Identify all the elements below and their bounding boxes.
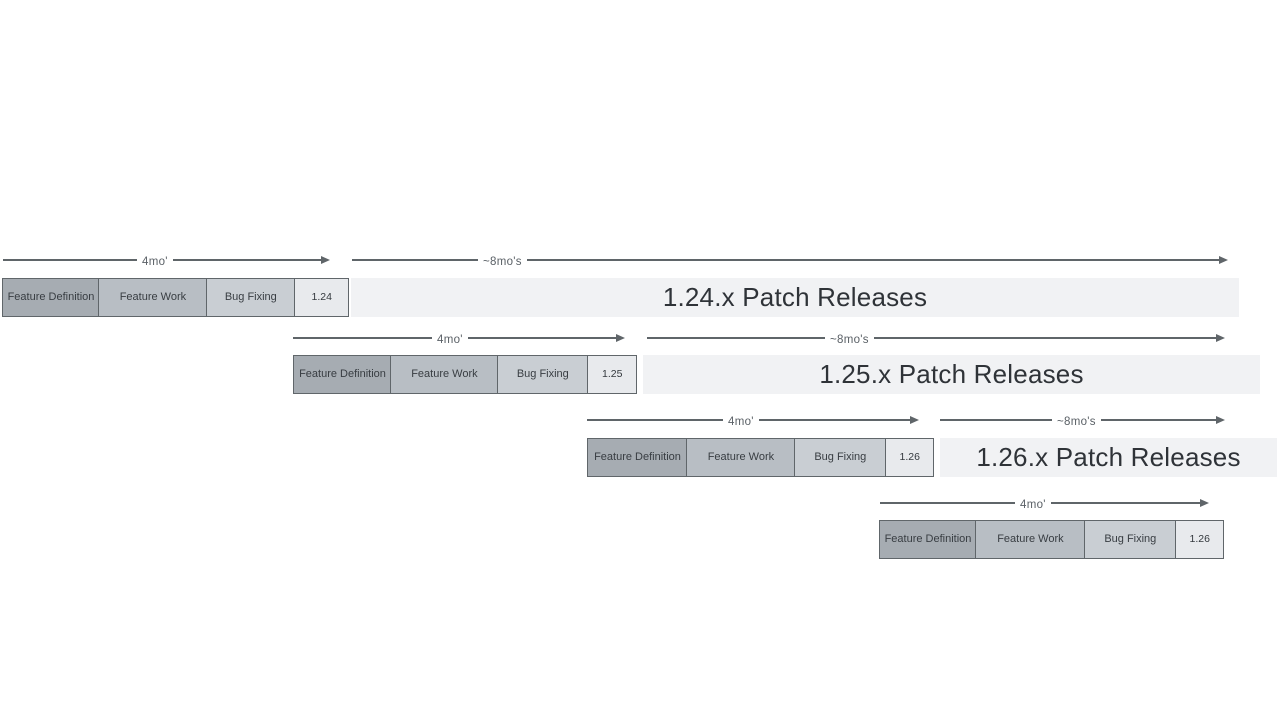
- version-label: 1.24: [311, 291, 332, 304]
- phase-bug-fixing: Bug Fixing: [793, 438, 887, 477]
- phase-label: Bug Fixing: [1104, 532, 1157, 545]
- version-label: 1.26: [899, 451, 920, 464]
- phase-feature-work: Feature Work: [98, 278, 208, 317]
- phase-label: Feature Definition: [7, 290, 95, 303]
- version-box: 1.25: [587, 355, 638, 394]
- phase-feature-work: Feature Work: [975, 520, 1086, 559]
- arrowhead-icon: [1219, 256, 1228, 264]
- patch-release-label: 1.24.x Patch Releases: [662, 282, 928, 312]
- phase-feature-definition: Feature Definition: [293, 355, 392, 394]
- version-box: 1.24: [294, 278, 350, 317]
- patch-release-bar: 1.24.x Patch Releases: [351, 278, 1239, 317]
- phase-label: Feature Definition: [299, 367, 386, 380]
- arrow-line: [293, 337, 432, 339]
- patch-duration-arrow: ~8mo's: [940, 415, 1225, 433]
- arrow-line: [940, 419, 1052, 421]
- arrow-line: [1050, 502, 1200, 504]
- phase-label: Bug Fixing: [814, 450, 867, 463]
- patch-duration-label: ~8mo's: [483, 256, 522, 268]
- phase-label: Bug Fixing: [516, 367, 569, 380]
- patch-duration-arrow: ~8mo's: [647, 333, 1225, 351]
- arrow-line: [3, 259, 137, 261]
- dev-duration-arrow: 4mo': [293, 333, 625, 351]
- dev-duration-arrow: 4mo': [3, 255, 330, 273]
- arrow-line: [352, 259, 478, 261]
- dev-duration-label: 4mo': [728, 416, 754, 428]
- patch-release-bar: 1.26.x Patch Releases: [940, 438, 1277, 477]
- phase-feature-work: Feature Work: [686, 438, 796, 477]
- phase-boxes: Feature Definition Feature Work Bug Fixi…: [2, 278, 350, 317]
- phase-label: Feature Definition: [884, 532, 972, 545]
- phase-boxes: Feature Definition Feature Work Bug Fixi…: [879, 520, 1225, 559]
- dev-duration-label: 4mo': [142, 256, 168, 268]
- arrow-line: [873, 337, 1216, 339]
- phase-feature-definition: Feature Definition: [2, 278, 100, 317]
- phase-feature-work: Feature Work: [390, 355, 499, 394]
- arrowhead-icon: [1200, 499, 1209, 507]
- phase-bug-fixing: Bug Fixing: [205, 278, 296, 317]
- arrow-line: [758, 419, 910, 421]
- arrowhead-icon: [1216, 416, 1225, 424]
- arrow-line: [587, 419, 723, 421]
- arrowhead-icon: [321, 256, 330, 264]
- phase-bug-fixing: Bug Fixing: [496, 355, 589, 394]
- version-box: 1.26: [1175, 520, 1225, 559]
- phase-boxes: Feature Definition Feature Work Bug Fixi…: [293, 355, 638, 394]
- arrow-line: [172, 259, 321, 261]
- phase-label: Feature Work: [707, 450, 775, 463]
- arrow-line: [647, 337, 825, 339]
- dev-duration-label: 4mo': [1020, 499, 1046, 511]
- phase-label: Feature Definition: [594, 450, 681, 463]
- phase-label: Feature Work: [997, 532, 1064, 545]
- version-label: 1.25: [602, 368, 623, 381]
- phase-feature-definition: Feature Definition: [587, 438, 688, 477]
- patch-release-label: 1.25.x Patch Releases: [819, 359, 1084, 389]
- phase-bug-fixing: Bug Fixing: [1083, 520, 1177, 559]
- patch-release-bar: 1.25.x Patch Releases: [643, 355, 1260, 394]
- dev-duration-arrow: 4mo': [880, 498, 1209, 516]
- arrowhead-icon: [1216, 334, 1225, 342]
- arrowhead-icon: [910, 416, 919, 424]
- phase-feature-definition: Feature Definition: [879, 520, 977, 559]
- arrowhead-icon: [616, 334, 625, 342]
- dev-duration-label: 4mo': [437, 334, 463, 346]
- arrow-line: [467, 337, 616, 339]
- arrow-line: [526, 259, 1219, 261]
- version-box: 1.26: [885, 438, 935, 477]
- arrow-line: [1100, 419, 1216, 421]
- phase-label: Bug Fixing: [224, 290, 277, 303]
- dev-duration-arrow: 4mo': [587, 415, 919, 433]
- phase-label: Feature Work: [119, 290, 187, 303]
- patch-duration-label: ~8mo's: [830, 334, 869, 346]
- patch-release-label: 1.26.x Patch Releases: [976, 442, 1241, 472]
- phase-label: Feature Work: [411, 367, 478, 380]
- phase-boxes: Feature Definition Feature Work Bug Fixi…: [587, 438, 935, 477]
- version-label: 1.26: [1189, 533, 1210, 546]
- patch-duration-label: ~8mo's: [1057, 416, 1096, 428]
- patch-duration-arrow: ~8mo's: [352, 255, 1228, 273]
- arrow-line: [880, 502, 1015, 504]
